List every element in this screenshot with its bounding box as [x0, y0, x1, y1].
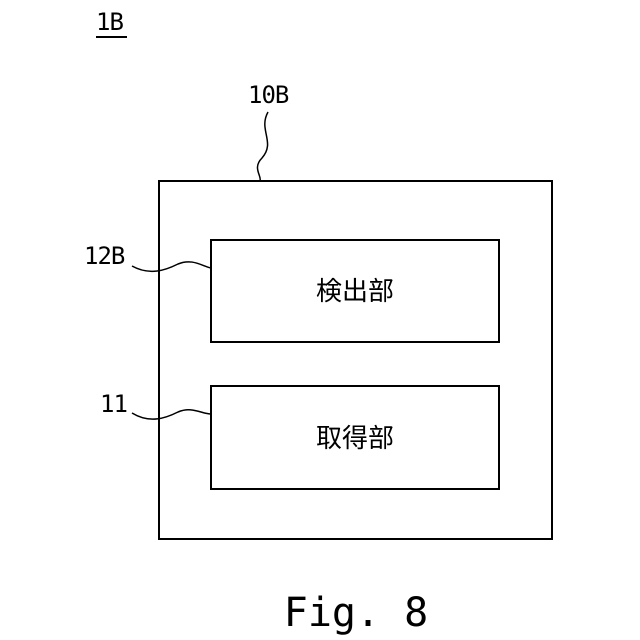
- device-ref-label: 10B: [248, 81, 289, 109]
- device-ref-leader: [257, 112, 268, 181]
- acquisition-unit-label: 取得部: [316, 424, 394, 454]
- block-11-ref-label: 11: [100, 390, 127, 418]
- block-12b-leader: [132, 262, 211, 272]
- figure-caption: Fig. 8: [284, 590, 429, 636]
- device-box: [159, 181, 552, 539]
- block-12b-ref-label: 12B: [84, 242, 125, 270]
- figure-ref-label: 1B: [96, 8, 123, 36]
- detection-unit-label: 検出部: [316, 277, 394, 307]
- block-11-leader: [132, 410, 211, 419]
